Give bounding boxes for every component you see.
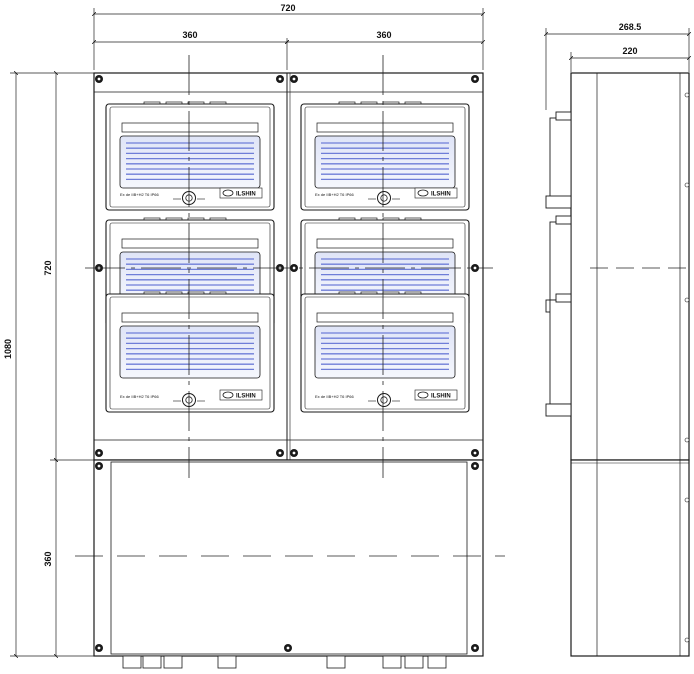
side-upper-body [570, 72, 690, 461]
breaker-module: Ex de IIB+H2 T6 IP66 ILSHIN [300, 101, 470, 211]
dim-upper-height: 720 [43, 260, 53, 275]
module-brand: ILSHIN [431, 192, 451, 198]
dim-lower-height: 360 [43, 551, 53, 566]
corner-bolt-icon [471, 75, 479, 83]
dim-right-width: 360 [376, 30, 391, 40]
corner-bolt-icon [95, 462, 103, 470]
breaker-module: Ex de IIB+H2 T6 IP66 ILSHIN [300, 291, 470, 413]
brand-logo-icon [222, 391, 234, 399]
brand-logo-icon [222, 189, 234, 197]
corner-bolt-icon [471, 264, 479, 272]
module-marking: Ex de IIB+H2 T6 IP66 [120, 394, 160, 399]
corner-bolt-icon [95, 75, 103, 83]
dim-total-height: 1080 [3, 339, 13, 359]
dim-side-body-depth: 220 [622, 46, 637, 56]
module-brand: ILSHIN [431, 394, 451, 400]
dim-side-total-depth: 268.5 [619, 22, 642, 32]
lower-enclosure [93, 459, 484, 657]
corner-bolt-icon [290, 75, 298, 83]
top-dimensions [94, 8, 483, 70]
corner-bolt-icon [276, 449, 284, 457]
module-brand: ILSHIN [236, 192, 256, 198]
breaker-window [314, 135, 456, 189]
side-screws [684, 92, 690, 643]
brand-logo-icon [417, 391, 429, 399]
dim-left-width: 360 [182, 30, 197, 40]
module-marking: Ex de IIB+H2 T6 IP66 [120, 192, 160, 197]
corner-bolt-icon [471, 449, 479, 457]
module-marking: Ex de IIB+H2 T6 IP66 [315, 192, 355, 197]
breaker-window [119, 325, 261, 379]
corner-bolt-icon [284, 644, 292, 652]
corner-bolt-icon [471, 462, 479, 470]
center-lines [75, 55, 505, 557]
side-view [545, 72, 694, 657]
corner-bolt-icon [290, 264, 298, 272]
side-covers [545, 111, 572, 417]
module-brand: ILSHIN [236, 394, 256, 400]
breaker-window [314, 325, 456, 379]
breaker-module: Ex de IIB+H2 T6 IP66 ILSHIN [105, 291, 275, 413]
side-lower-body [570, 459, 690, 657]
breaker-module: Ex de IIB+H2 T6 IP66 ILSHIN [105, 101, 275, 211]
corner-bolt-icon [471, 644, 479, 652]
brand-logo-icon [417, 189, 429, 197]
breaker-window [119, 135, 261, 189]
module-marking: Ex de IIB+H2 T6 IP66 [315, 394, 355, 399]
corner-bolt-icon [290, 449, 298, 457]
corner-bolt-icon [276, 75, 284, 83]
dim-total-width: 720 [280, 3, 295, 13]
corner-bolt-icon [95, 644, 103, 652]
cable-glands [122, 655, 447, 669]
side-dimensions [546, 28, 689, 110]
corner-bolt-icon [95, 449, 103, 457]
left-dimensions [10, 73, 94, 656]
